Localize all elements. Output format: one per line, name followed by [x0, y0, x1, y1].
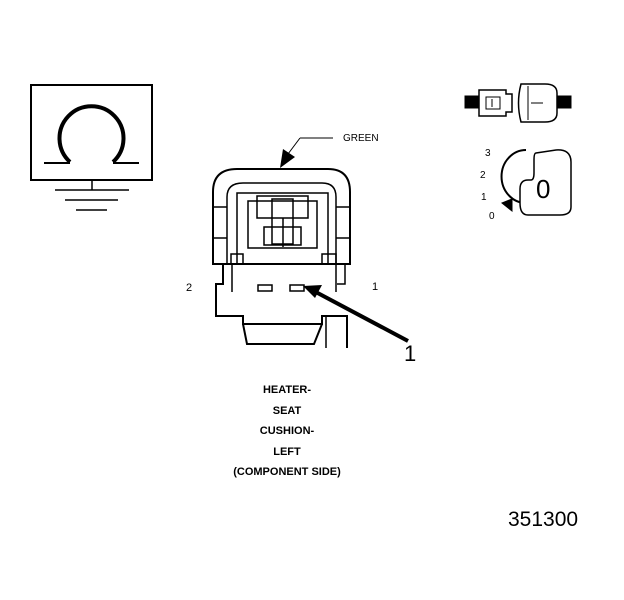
key-position-2: 2 [480, 170, 486, 181]
key-position-3: 3 [485, 148, 491, 159]
connector-caption: HEATER- SEAT CUSHION- LEFT (COMPONENT SI… [212, 380, 362, 483]
caption-line: HEATER- [262, 384, 312, 396]
caption-line: (COMPONENT SIDE) [233, 466, 341, 478]
connector-color-label: GREEN [343, 133, 379, 144]
color-label-leader [280, 137, 333, 168]
callout-arrow [303, 285, 409, 343]
ohmmeter-ground-icon [30, 84, 153, 211]
pin-1-label: 1 [372, 281, 379, 293]
caption-line: SEAT [272, 404, 302, 417]
figure-number: 351300 [508, 508, 579, 531]
key-position-1: 1 [481, 192, 487, 203]
caption-line: LEFT [273, 445, 301, 458]
caption-line: CUSHION- [259, 425, 315, 437]
key-position-icon [500, 149, 572, 216]
connector-mating-icon [464, 83, 572, 123]
pin-2-label: 2 [186, 282, 193, 294]
key-position-0: 0 [489, 211, 495, 222]
callout-number: 1 [404, 341, 417, 366]
key-letter: 0 [536, 174, 551, 204]
connector-body [212, 168, 351, 348]
